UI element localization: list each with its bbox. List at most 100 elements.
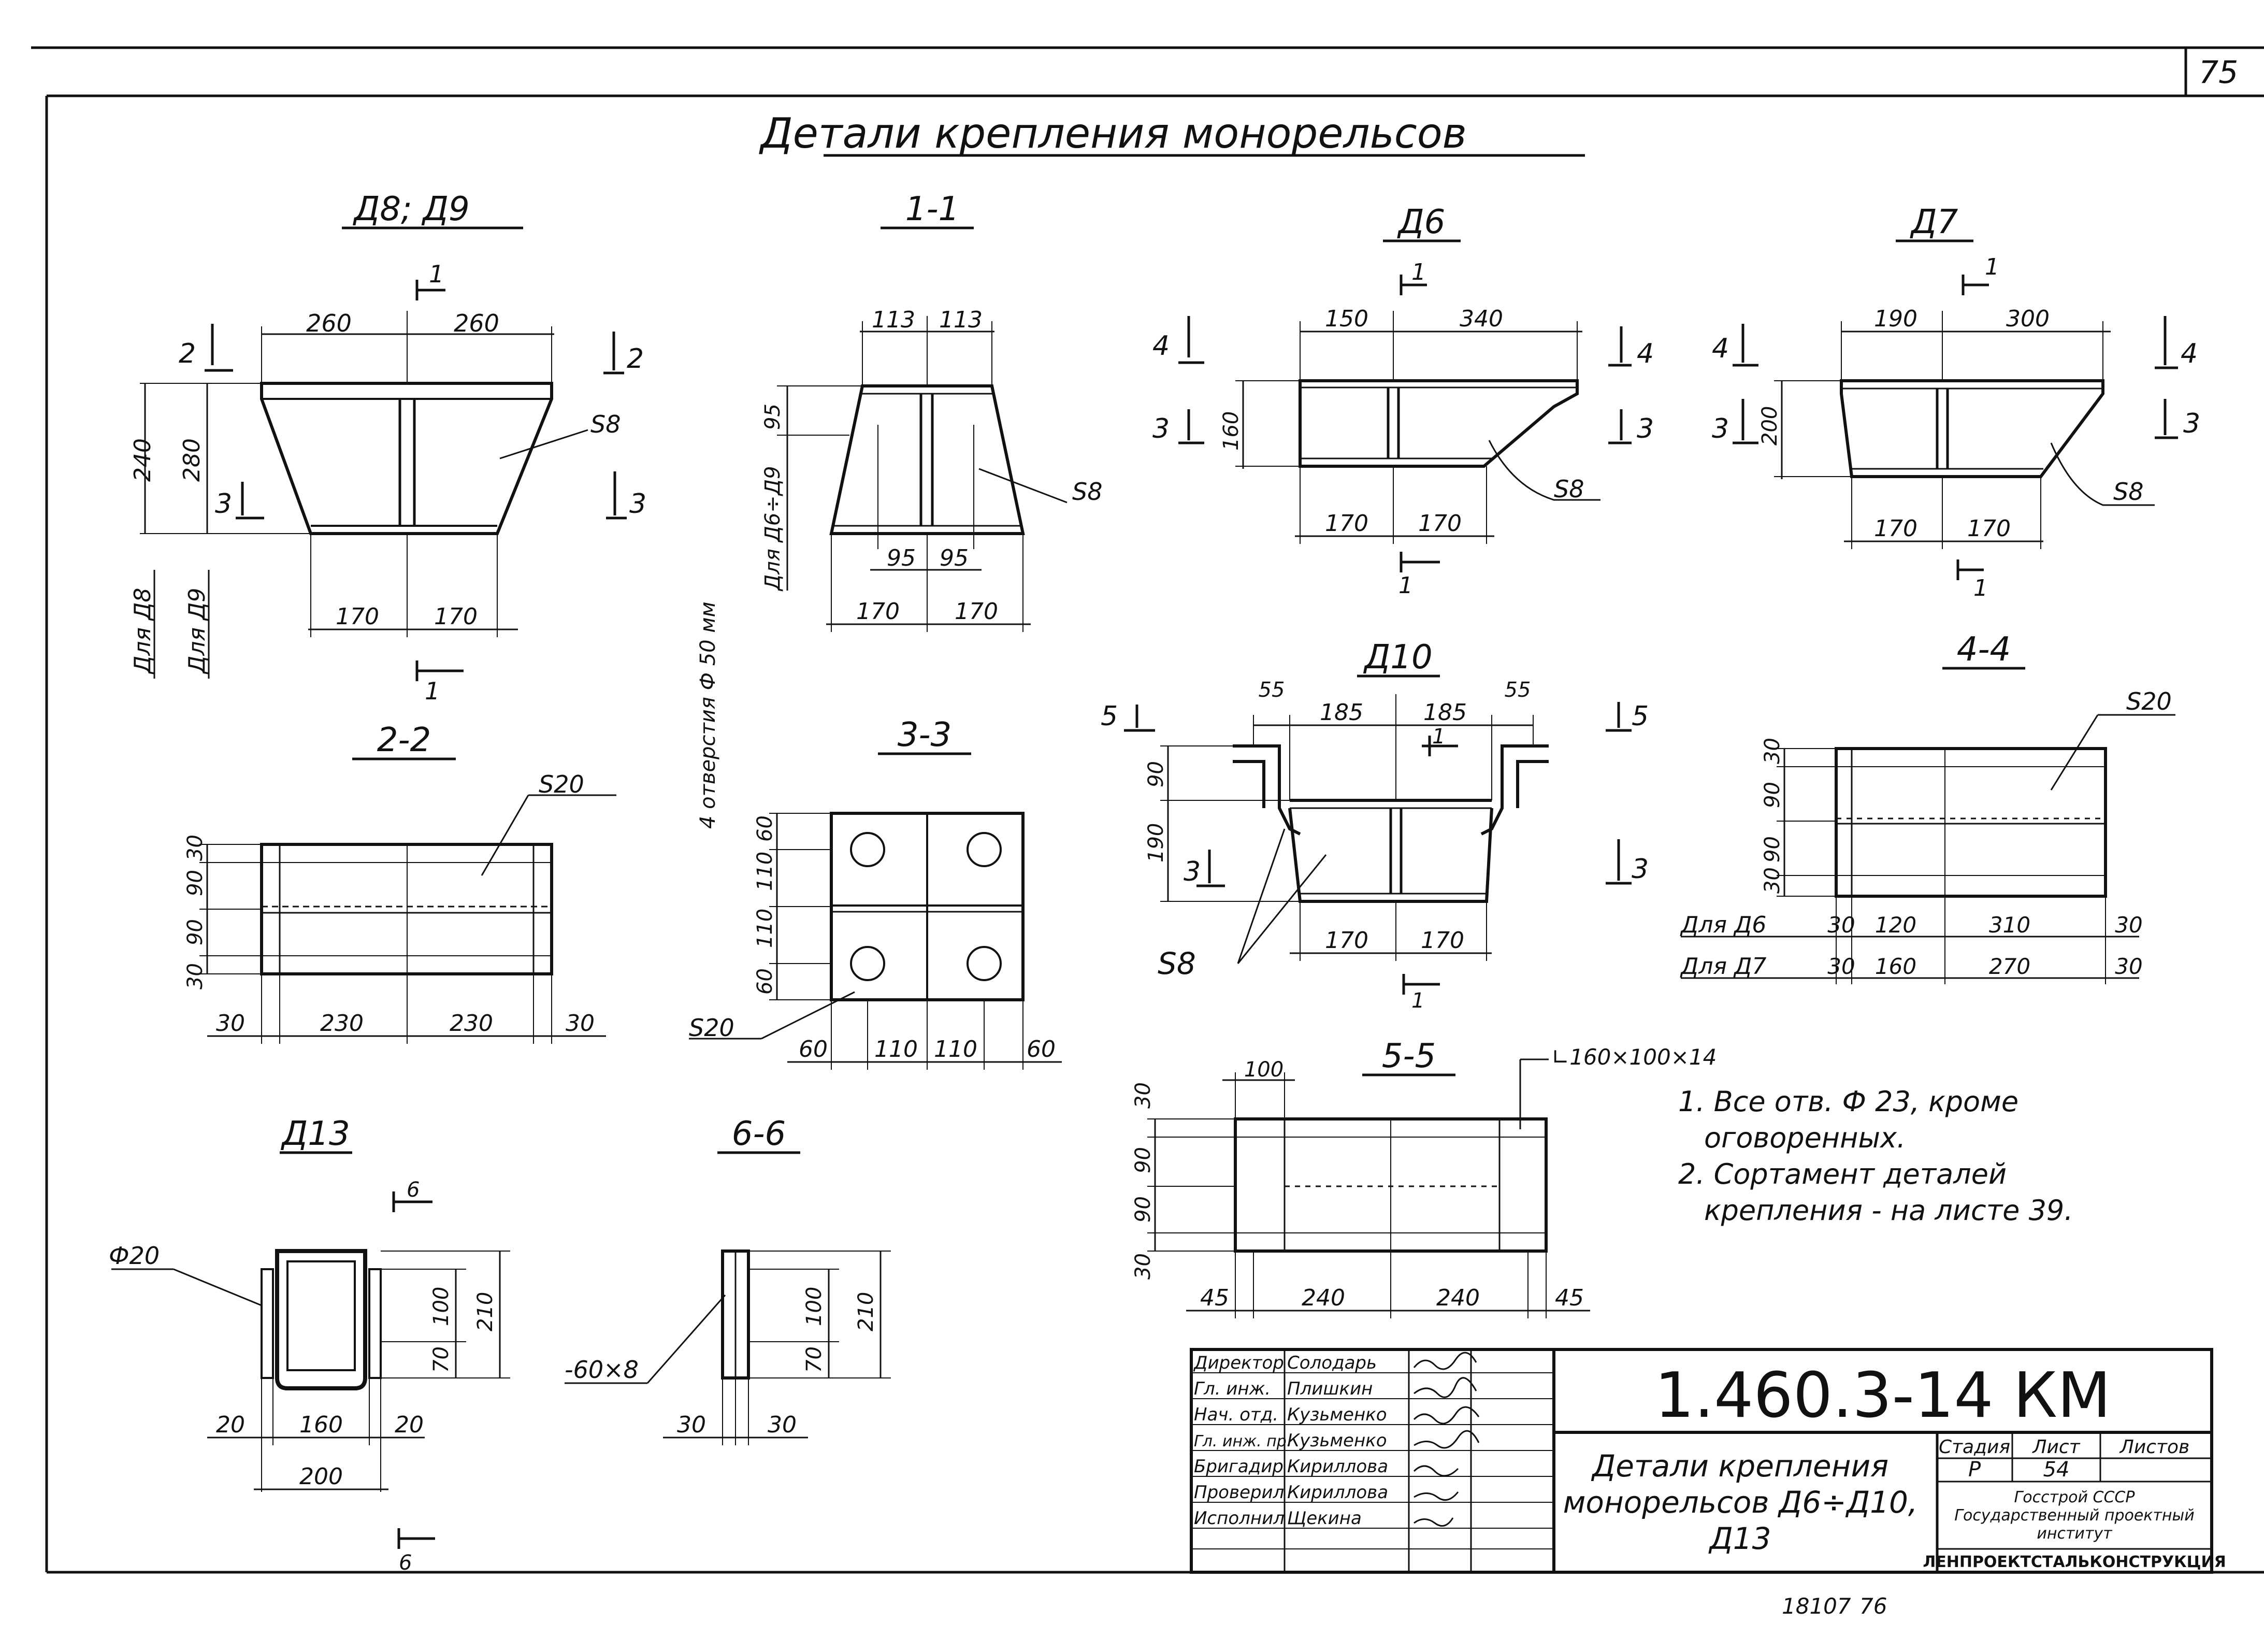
dimension-label: 1 — [1432, 725, 1445, 749]
dimension-label: -60×8 — [565, 1356, 639, 1384]
handwritten-signatures — [1413, 1352, 1480, 1527]
organization-name: ЛЕНПРОЕКТСТАЛЬКОНСТРУКЦИЯ — [1923, 1553, 2226, 1571]
view-d8-d9-title: Д8; Д9 — [352, 190, 469, 228]
dimension-label: Проверил — [1194, 1482, 1284, 1503]
footer-number: 76 — [1859, 1593, 1887, 1619]
dimension-label: 54 — [2043, 1458, 2070, 1482]
dimension-label: 150 — [1325, 306, 1368, 332]
dimension-label: 260 — [306, 309, 352, 337]
dimension-label: 340 — [1460, 306, 1503, 332]
dimension-label: Госстрой СССР — [2014, 1488, 2136, 1506]
view-section-6-6: 6-6 100 70 210 -60×8 30 30 — [565, 1115, 891, 1445]
note-line: 1. Все отв. Ф 23, кроме — [1678, 1085, 2018, 1118]
dimension-label: Листов — [2119, 1436, 2189, 1458]
drawing-title: Детали крепления монорельсов — [759, 109, 1467, 157]
dimension-label: 4-4 — [1957, 630, 2011, 669]
dimension-label: ∟160×100×14 — [1551, 1044, 1717, 1070]
signature-row: Гл. инж. Плишкин — [1194, 1378, 1373, 1399]
dimension-label: Исполнил — [1194, 1508, 1285, 1529]
dimension-label: 260 — [454, 309, 499, 337]
dimension-label: 110 — [934, 1036, 977, 1062]
document-code: 1.460.3-14 КМ — [1655, 1360, 2111, 1432]
dimension-label: 240 — [129, 438, 156, 482]
dimension-label: 30 — [2115, 954, 2142, 979]
dimension-label: 4 отверстия Ф 50 мм — [696, 601, 720, 829]
dimension-label: Ф20 — [109, 1242, 160, 1270]
dimension-label: 1 — [1985, 254, 1999, 280]
view-d8-d9: Д8; Д9 260 260 1 1 2 2 3 3 — [129, 190, 646, 705]
view-section-5-5: 5-5 30 90 90 30 100 45 240 240 45 — [1131, 1037, 1717, 1318]
dimension-label: 185 — [1423, 699, 1467, 726]
dimension-label: 310 — [1989, 912, 2030, 938]
view-section-4-4: 4-4 30 90 90 30 Для Д6 30 120 310 30 Для… — [1680, 630, 2175, 984]
dimension-label: Кириллова — [1287, 1482, 1388, 1503]
dimension-label: 170 — [856, 598, 900, 625]
dimension-label: Д10 — [1363, 638, 1432, 677]
dimension-label: 100 — [429, 1287, 453, 1326]
signature-row: Нач. отд. Кузьменко — [1194, 1404, 1387, 1425]
dimension-label: 3 — [1712, 413, 1729, 444]
general-notes: 1. Все отв. Ф 23, кроме оговоренных. 2. … — [1678, 1085, 2073, 1227]
view-d7: Д7 190 300 1 1 4 4 3 3 — [1712, 203, 2200, 601]
dimension-label: 230 — [450, 1010, 493, 1037]
dimension-label: 55 — [1259, 678, 1285, 702]
dimension-label: 70 — [429, 1346, 453, 1373]
dimension-label: 4 — [1152, 331, 1170, 362]
dimension-label: Д6 — [1397, 203, 1446, 241]
dimension-label: 185 — [1320, 699, 1363, 726]
dimension-label: 170 — [336, 604, 379, 630]
dimension-label: 30 — [216, 1010, 245, 1037]
dimension-label: 20 — [216, 1412, 245, 1438]
dimension-label: 100 — [1244, 1058, 1284, 1082]
dimension-label: 110 — [874, 1036, 918, 1062]
dimension-label: Бригадир — [1194, 1456, 1284, 1477]
dimension-label: 100 — [802, 1287, 826, 1326]
dimension-label: Кузьменко — [1287, 1430, 1387, 1451]
dimension-label: 30 — [1761, 738, 1784, 764]
dimension-label: институт — [2037, 1525, 2113, 1543]
dimension-label: 2 — [627, 343, 644, 375]
dimension-label: 210 — [473, 1292, 497, 1331]
dimension-label: Для Д6÷Д9 — [761, 466, 785, 592]
dimension-label: Для Д7 — [1680, 953, 1766, 980]
dimension-label: 30 — [183, 963, 207, 989]
dimension-label: S20 — [689, 1014, 734, 1042]
dimension-label: 1 — [429, 260, 444, 288]
dimension-label: 1 — [1973, 575, 1988, 601]
dimension-label: 6-6 — [732, 1115, 786, 1153]
dimension-label: 3 — [1184, 856, 1201, 887]
dimension-label: Для Д8 — [129, 588, 156, 674]
dimension-label: 1 — [1411, 989, 1424, 1013]
dimension-label: S8 — [1554, 475, 1584, 503]
dimension-label: Гл. инж. — [1194, 1378, 1271, 1399]
dimension-label: 3 — [1152, 413, 1170, 444]
note-line: оговоренных. — [1704, 1122, 1906, 1154]
dimension-label: 90 — [183, 919, 207, 945]
dimension-label: 30 — [1827, 954, 1855, 979]
dimension-label: S8 — [1158, 946, 1196, 981]
dimension-label: 2 — [179, 338, 196, 369]
dimension-label: 170 — [1967, 515, 2011, 542]
dimension-label: S8 — [590, 410, 621, 438]
dimension-label: 95 — [940, 545, 969, 571]
dimension-label: 30 — [2115, 912, 2142, 938]
dimension-label: Кузьменко — [1287, 1404, 1387, 1425]
dimension-label: 300 — [2006, 306, 2050, 332]
dimension-label: 113 — [872, 307, 915, 333]
dimension-label: 90 — [1131, 1147, 1155, 1173]
dimension-label: 95 — [887, 545, 916, 571]
dimension-label: S20 — [539, 770, 584, 798]
title-block: Директор Солодарь Гл. инж. Плишкин Нач. … — [1190, 1348, 2226, 1574]
dimension-label: 113 — [939, 307, 983, 333]
dimension-label: 200 — [1758, 406, 1782, 446]
dimension-label: 5 — [1632, 701, 1649, 732]
note-line: крепления - на листе 39. — [1704, 1194, 2073, 1227]
dimension-label: 90 — [1761, 836, 1784, 863]
dimension-label: 170 — [434, 604, 478, 630]
dimension-label: 5 — [1101, 701, 1118, 732]
dimension-label: 90 — [1131, 1196, 1155, 1223]
dimension-label: 2-2 — [377, 721, 431, 759]
dimension-label: 30 — [1131, 1082, 1155, 1109]
dimension-label: 3 — [2183, 408, 2200, 439]
